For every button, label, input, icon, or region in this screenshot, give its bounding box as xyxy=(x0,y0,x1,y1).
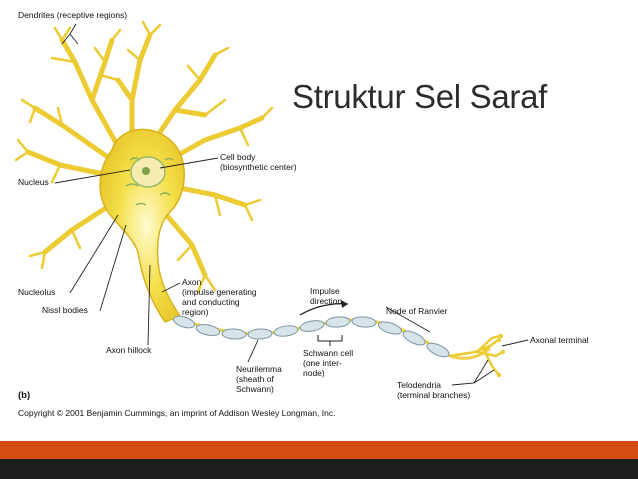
label-neurilemma-desc-2: Schwann) xyxy=(236,384,274,394)
telodendria xyxy=(448,334,504,376)
schwann-bracket xyxy=(317,335,343,346)
figure-panel-label: (b) xyxy=(18,390,31,401)
leader-lines xyxy=(54,23,529,386)
label-telodendria: Telodendria xyxy=(397,380,441,390)
label-nissl-bodies: Nissl bodies xyxy=(42,305,88,315)
label-neurilemma: Neurilemma xyxy=(236,364,282,374)
bottom-bar-orange xyxy=(0,441,638,459)
impulse-arrow-head xyxy=(341,300,348,308)
label-node-of-ranvier: Node of Ranvier xyxy=(386,306,448,316)
dendrites xyxy=(14,20,274,294)
label-axon-hillock: Axon hillock xyxy=(106,345,152,355)
label-dendrites: Dendrites (receptive regions) xyxy=(18,10,128,20)
nucleolus-shape xyxy=(142,167,150,175)
label-schwann-cell: Schwann cell xyxy=(303,348,354,358)
slide-title: Struktur Sel Saraf xyxy=(292,78,548,115)
label-axon-desc-2: and conducting xyxy=(182,297,240,307)
label-schwann-desc-1: (one inter- xyxy=(303,358,342,368)
copyright-line: Copyright © 2001 Benjamin Cummings, an i… xyxy=(18,408,336,418)
label-impulse-direction: direction xyxy=(310,296,343,306)
label-impulse: Impulse xyxy=(310,286,340,296)
bottom-bar-dark xyxy=(0,459,638,479)
label-axon: Axon xyxy=(182,277,202,287)
label-nucleolus: Nucleolus xyxy=(18,287,56,297)
nissl-bodies-shapes xyxy=(125,157,174,206)
label-neurilemma-desc-1: (sheath of xyxy=(236,374,274,384)
label-cell-body: Cell body xyxy=(220,152,256,162)
label-telodendria-desc: (terminal branches) xyxy=(397,390,471,400)
label-axonal-terminal: Axonal terminal xyxy=(530,335,589,345)
myelin-sheaths xyxy=(172,315,450,358)
axonal-terminal-knobs xyxy=(496,333,506,378)
label-schwann-desc-2: node) xyxy=(303,368,325,378)
label-axon-desc-1: (impulse generating xyxy=(182,287,257,297)
label-cell-body-desc: (biosynthetic center) xyxy=(220,162,297,172)
label-nucleus: Nucleus xyxy=(18,177,49,187)
label-axon-desc-3: region) xyxy=(182,307,209,317)
